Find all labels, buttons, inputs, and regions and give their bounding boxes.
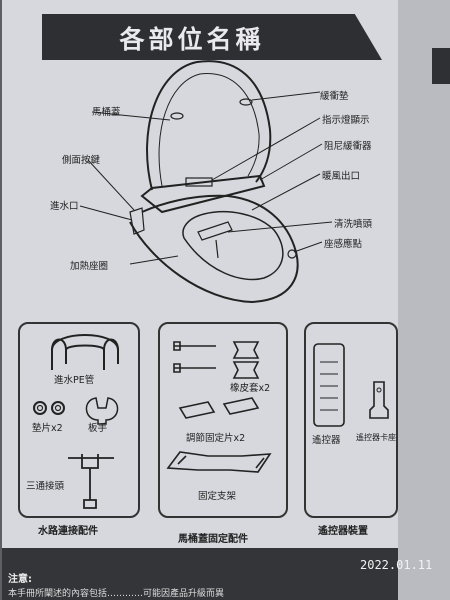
bracket-shape (166, 451, 272, 473)
lid-accessories (166, 341, 272, 473)
cushion-right (239, 98, 253, 106)
side-connector (129, 207, 145, 235)
hinge-base (140, 174, 266, 214)
notice-bar: 注意: 本手冊所闡述的內容包括…………可能因產品升級而異 (2, 548, 400, 600)
label-cushion: 緩衝墊 (320, 91, 349, 102)
label-side-button: 側面按鍵 (62, 155, 101, 166)
label-damper: 阻尼緩衝器 (324, 141, 372, 152)
indicator-panel (185, 177, 213, 187)
remote-holder-shape (369, 381, 389, 419)
seat-hole (182, 211, 284, 281)
label-warm-air-outlet: 暖風出口 (322, 171, 361, 182)
title-banner: 各部位名稱 (42, 14, 382, 60)
label-wrench: 板手 (88, 423, 108, 434)
gasket-2 (51, 401, 65, 415)
caption-water: 水路連接配件 (38, 526, 98, 537)
label-water-inlet: 進水口 (50, 201, 79, 212)
next-page-edge (398, 0, 450, 600)
page-title: 各部位名稱 (119, 25, 265, 54)
nozzle-shape (197, 221, 233, 241)
label-gasket: 墊片x2 (32, 423, 63, 434)
label-toilet-lid: 馬桶蓋 (92, 107, 121, 118)
rubber-1 (232, 341, 260, 359)
bolt-1 (173, 341, 216, 351)
adjust-plate-2 (222, 397, 260, 415)
caption-remote: 遙控器裝置 (318, 526, 368, 537)
caption-lid: 馬桶蓋固定配件 (178, 534, 248, 545)
seat-ring (129, 194, 299, 304)
label-remote: 遙控器 (312, 435, 341, 446)
water-accessories (33, 334, 119, 509)
toilet-lid-shape (146, 60, 272, 191)
label-nozzle: 清洗噴頭 (334, 219, 373, 230)
cushion-left (170, 112, 184, 120)
remote-shape (313, 343, 345, 427)
toilet-seat-diagram (33, 60, 389, 509)
tee-shape (68, 454, 114, 509)
label-adjust: 調節固定片x2 (186, 433, 246, 444)
gasket-1 (33, 401, 47, 415)
label-pe-pipe: 進水PE管 (54, 375, 95, 386)
notice-title: 注意: (8, 574, 32, 585)
label-seat-sensor: 座感應點 (324, 239, 363, 250)
next-page-banner-edge (432, 48, 450, 84)
rubber-2 (232, 361, 260, 379)
notice-text: 本手冊所闡述的內容包括…………可能因產品升級而異 (8, 589, 225, 599)
label-tee: 三通接頭 (26, 481, 65, 492)
label-heated-seat: 加熱座圈 (70, 261, 109, 272)
lid-inner-line (158, 73, 260, 187)
wrench-shape (85, 397, 119, 425)
remote-accessories (313, 343, 389, 427)
lid-accessories-box (158, 322, 288, 518)
adjust-plate-1 (178, 401, 216, 419)
remote-accessories-box (304, 322, 398, 518)
bolt-2 (173, 363, 216, 373)
water-accessories-box (18, 322, 140, 518)
label-remote-holder: 遙控器卡座 (356, 433, 396, 442)
photo-datestamp: 2022.01.11 (360, 558, 433, 572)
label-bracket: 固定支架 (198, 491, 237, 502)
manual-page: 各部位名稱 (2, 0, 400, 600)
label-rubber: 橡皮套x2 (230, 383, 271, 394)
seat-sensor-dot (287, 249, 297, 259)
label-indicator: 指示燈顯示 (322, 115, 370, 126)
